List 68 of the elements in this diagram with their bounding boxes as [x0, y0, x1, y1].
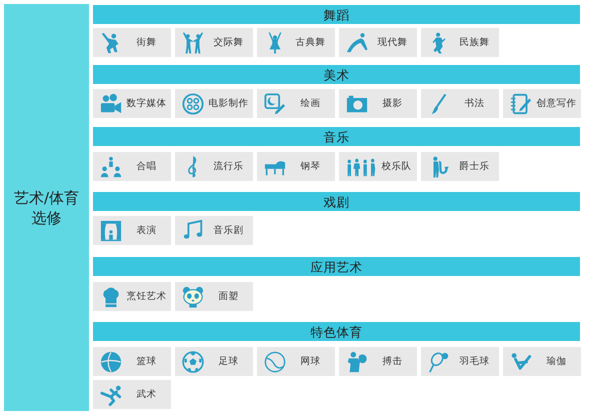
- course-card: [257, 152, 335, 181]
- course-name: 摄影: [382, 98, 402, 110]
- course-name: 书法: [464, 98, 484, 110]
- section-header-bar: [93, 322, 580, 341]
- course-name: 足球: [218, 356, 238, 368]
- course-card: [503, 347, 581, 376]
- course-card: [93, 347, 171, 376]
- course-name: 爵士乐: [460, 160, 490, 172]
- course-name: 音乐剧: [214, 224, 244, 236]
- course-name: 瑜伽: [546, 356, 566, 368]
- course-card: [93, 152, 171, 181]
- course-name: 网球: [300, 356, 320, 368]
- side-panel: [4, 4, 89, 411]
- course-name: 合唱: [136, 160, 156, 172]
- section-header-bar: [93, 192, 580, 211]
- course-card: [503, 89, 581, 118]
- course-name: 数字媒体: [126, 98, 166, 110]
- section-header-bar: [93, 127, 580, 146]
- course-name: 篮球: [136, 356, 156, 368]
- course-card: [93, 28, 171, 57]
- course-card: [257, 89, 335, 118]
- course-name: 搏击: [382, 356, 402, 368]
- course-card: [175, 216, 253, 245]
- course-card: [93, 89, 171, 118]
- course-card: [257, 347, 335, 376]
- section-header-bar: [93, 257, 580, 276]
- course-card: [421, 152, 499, 181]
- course-card: [93, 380, 171, 409]
- section-title: 特色体育: [310, 324, 362, 339]
- course-card: [175, 347, 253, 376]
- course-name: 创意写作: [536, 98, 576, 110]
- course-name: 羽毛球: [460, 356, 490, 368]
- course-card: [421, 28, 499, 57]
- course-name: 面塑: [218, 290, 238, 302]
- course-card: [175, 152, 253, 181]
- course-card: [339, 89, 417, 118]
- section-title: 音乐: [324, 129, 350, 144]
- course-name: 古典舞: [296, 36, 326, 48]
- course-name: 现代舞: [378, 36, 408, 48]
- course-card: [175, 282, 253, 311]
- course-name: 交际舞: [214, 36, 244, 48]
- course-card: [93, 216, 171, 245]
- course-name: 钢琴: [300, 160, 320, 172]
- course-card: [257, 28, 335, 57]
- course-card: [421, 89, 499, 118]
- section-title: 应用艺术: [310, 259, 362, 274]
- section-header-bar: [93, 65, 580, 84]
- course-card: [175, 89, 253, 118]
- course-name: 街舞: [136, 36, 156, 48]
- section-header-bar: [93, 5, 580, 24]
- section-title: 美术: [324, 67, 350, 82]
- course-card: [175, 28, 253, 57]
- course-name: 校乐队: [382, 160, 412, 172]
- course-name: 电影制作: [208, 98, 248, 110]
- course-name: 表演: [136, 224, 156, 236]
- course-card: [93, 282, 171, 311]
- course-name: 绘画: [300, 98, 320, 110]
- section-title: 戏剧: [324, 194, 350, 209]
- course-name: 流行乐: [214, 160, 244, 172]
- course-card: [339, 152, 417, 181]
- course-card: [339, 28, 417, 57]
- course-name: 烹饪艺术: [126, 290, 166, 302]
- course-card: [339, 347, 417, 376]
- section-title: 舞蹈: [324, 7, 350, 22]
- course-name: 民族舞: [460, 36, 490, 48]
- course-card: [421, 347, 499, 376]
- panel-title: 艺术/体育选修: [12, 188, 80, 228]
- course-name: 武术: [136, 388, 156, 400]
